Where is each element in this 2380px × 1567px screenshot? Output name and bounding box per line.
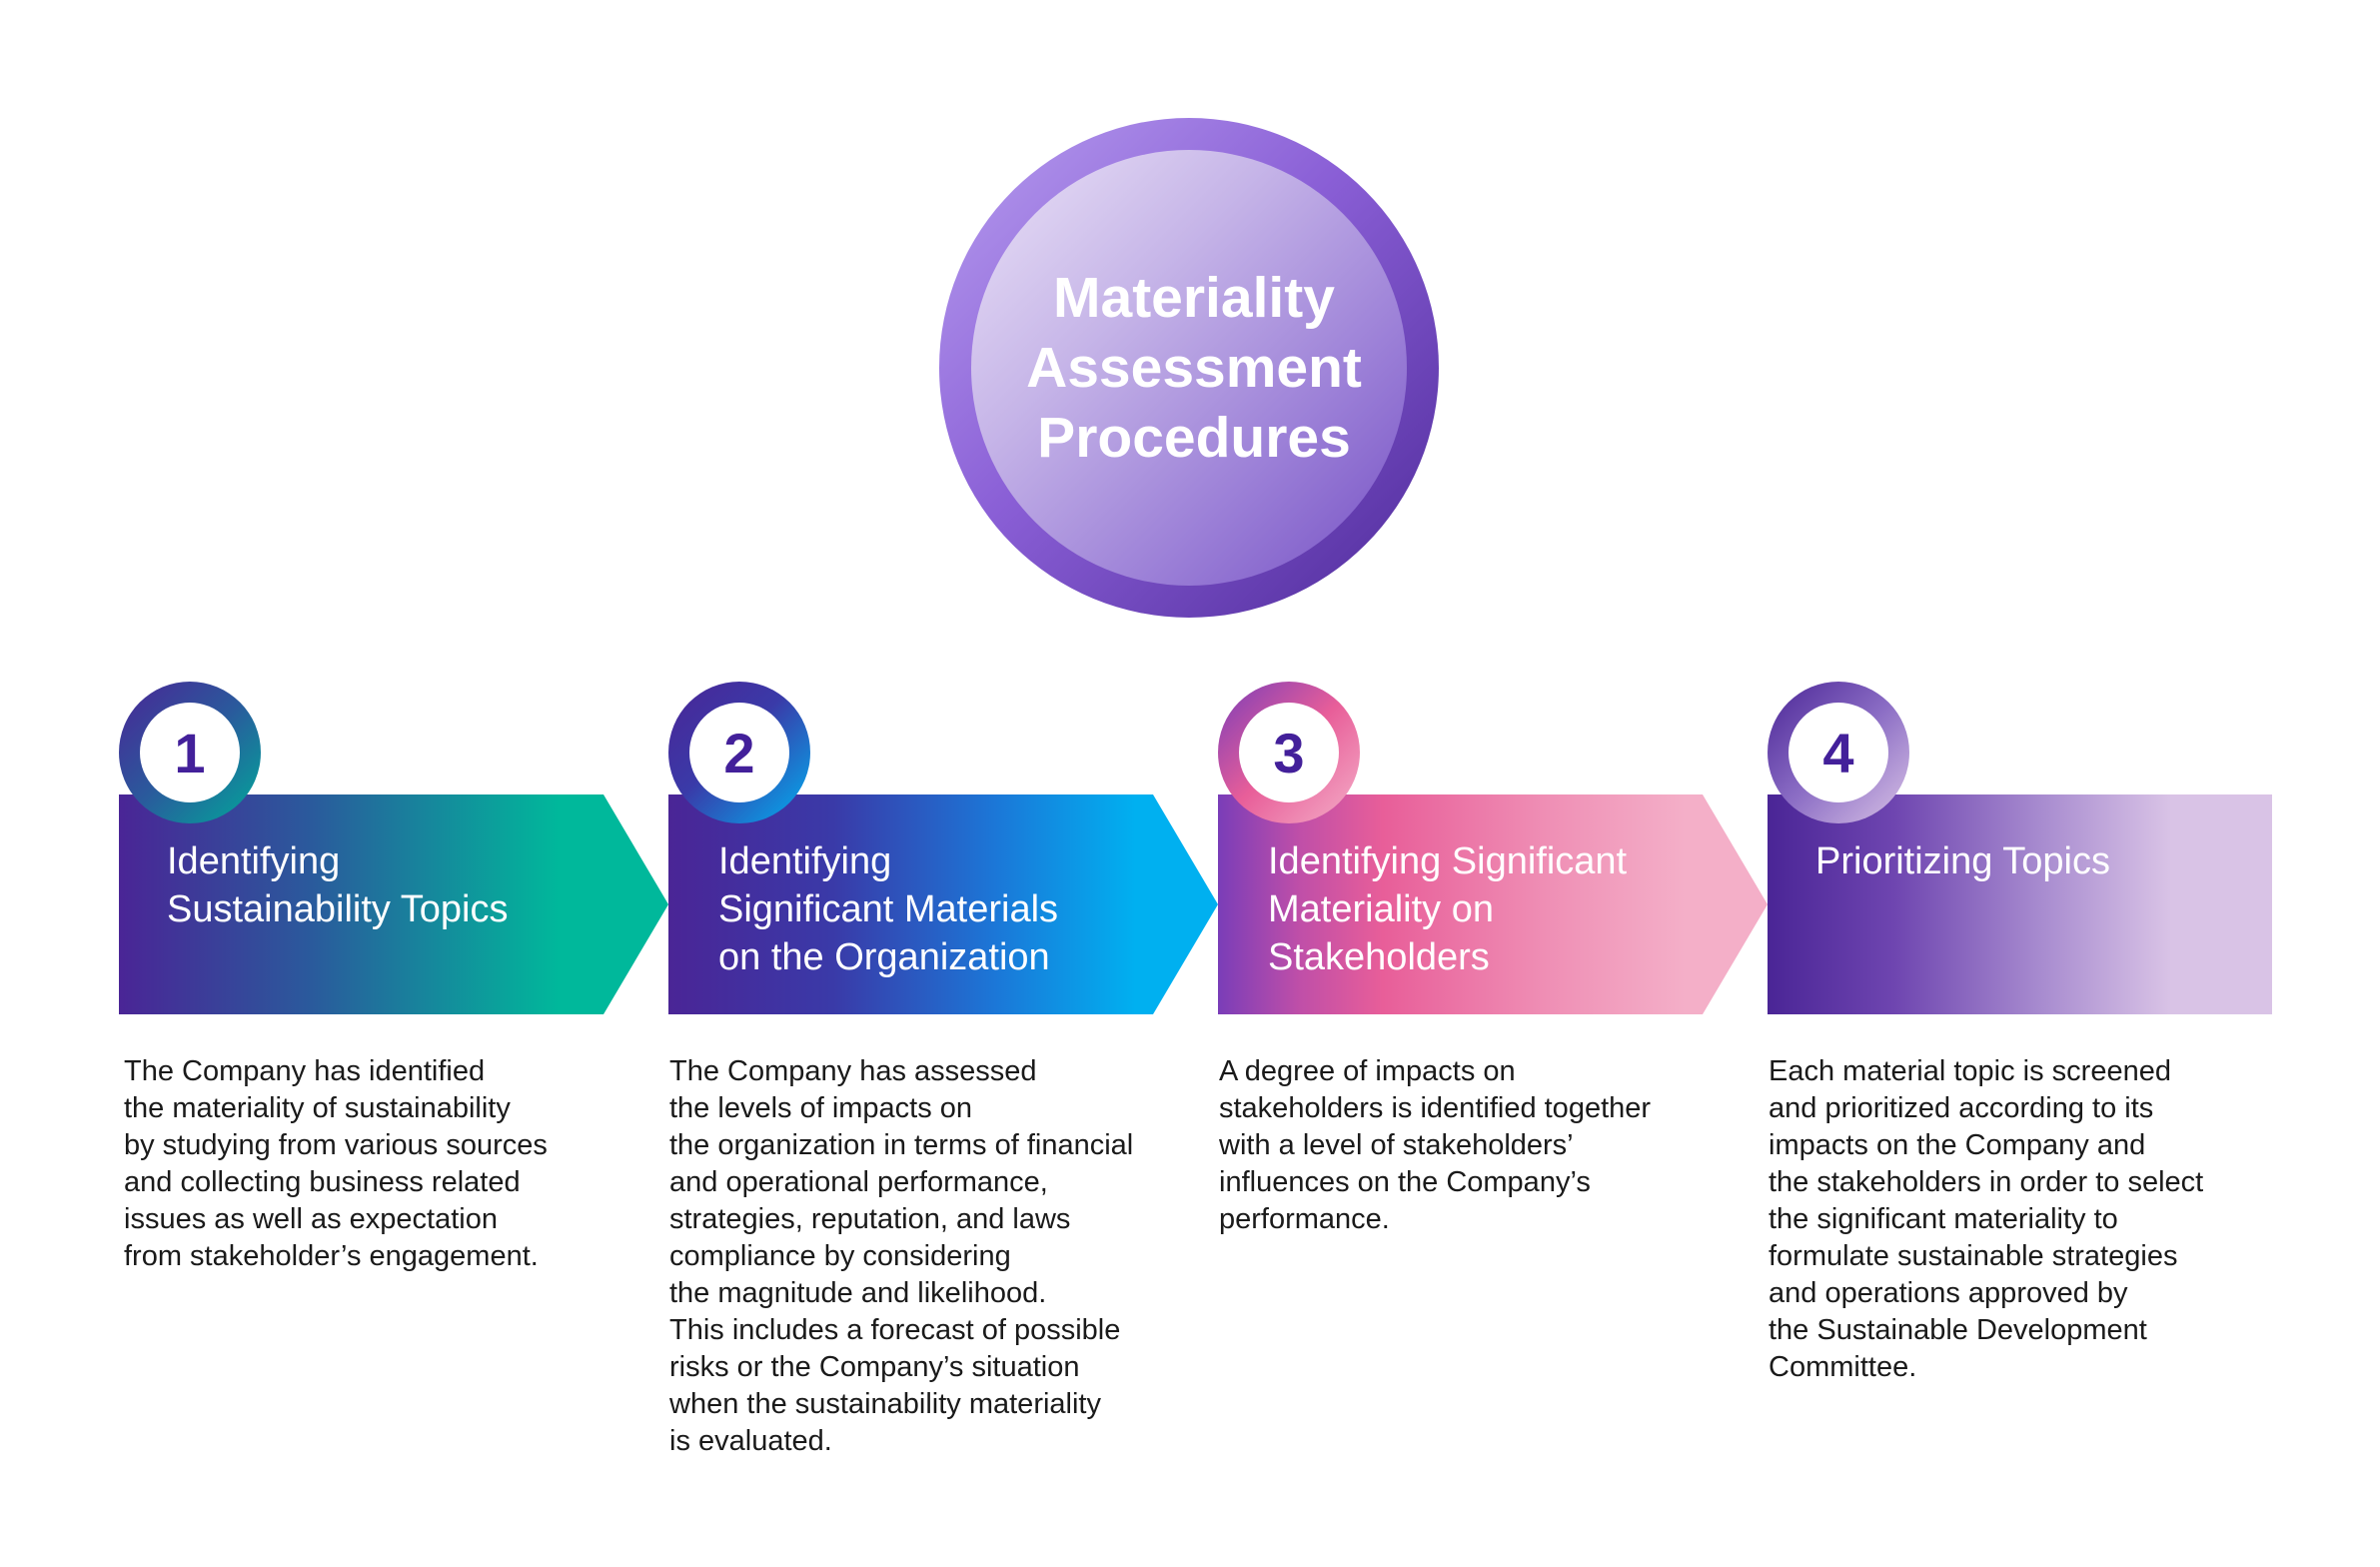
step-4-title: Prioritizing Topics — [1815, 840, 2110, 882]
step-4-number: 4 — [1788, 703, 1888, 802]
step-3-number: 3 — [1239, 703, 1339, 802]
step-4-description: Each material topic is screened and prio… — [1769, 1055, 2204, 1383]
step-4-arrow: Prioritizing Topics — [1768, 794, 2272, 1014]
step-2-arrow: Identifying Significant Materials on the… — [668, 794, 1218, 1014]
step-1-description: The Company has identified the materiali… — [124, 1055, 548, 1272]
hub-circle: Materiality Assessment Procedures — [971, 150, 1407, 586]
step-1-arrow: Identifying Sustainability Topics — [119, 794, 668, 1014]
step-2-description: The Company has assessed the levels of i… — [669, 1055, 1134, 1457]
hub-title: Materiality Assessment Procedures — [1026, 266, 1362, 470]
step-1-number: 1 — [140, 703, 240, 802]
step-3-title: Identifying Significant Materiality on S… — [1268, 840, 1628, 978]
step-3-arrow: Identifying Significant Materiality on S… — [1218, 794, 1768, 1014]
step-1-badge: 1 — [119, 682, 261, 823]
step-4-badge: 4 — [1768, 682, 1909, 823]
step-2-number: 2 — [689, 703, 789, 802]
step-2-badge: 2 — [668, 682, 810, 823]
step-1-title: Identifying Sustainability Topics — [167, 840, 509, 930]
step-2-title: Identifying Significant Materials on the… — [718, 840, 1059, 978]
step-3-description: A degree of impacts on stakeholders is i… — [1219, 1055, 1652, 1235]
step-3-badge: 3 — [1218, 682, 1360, 823]
